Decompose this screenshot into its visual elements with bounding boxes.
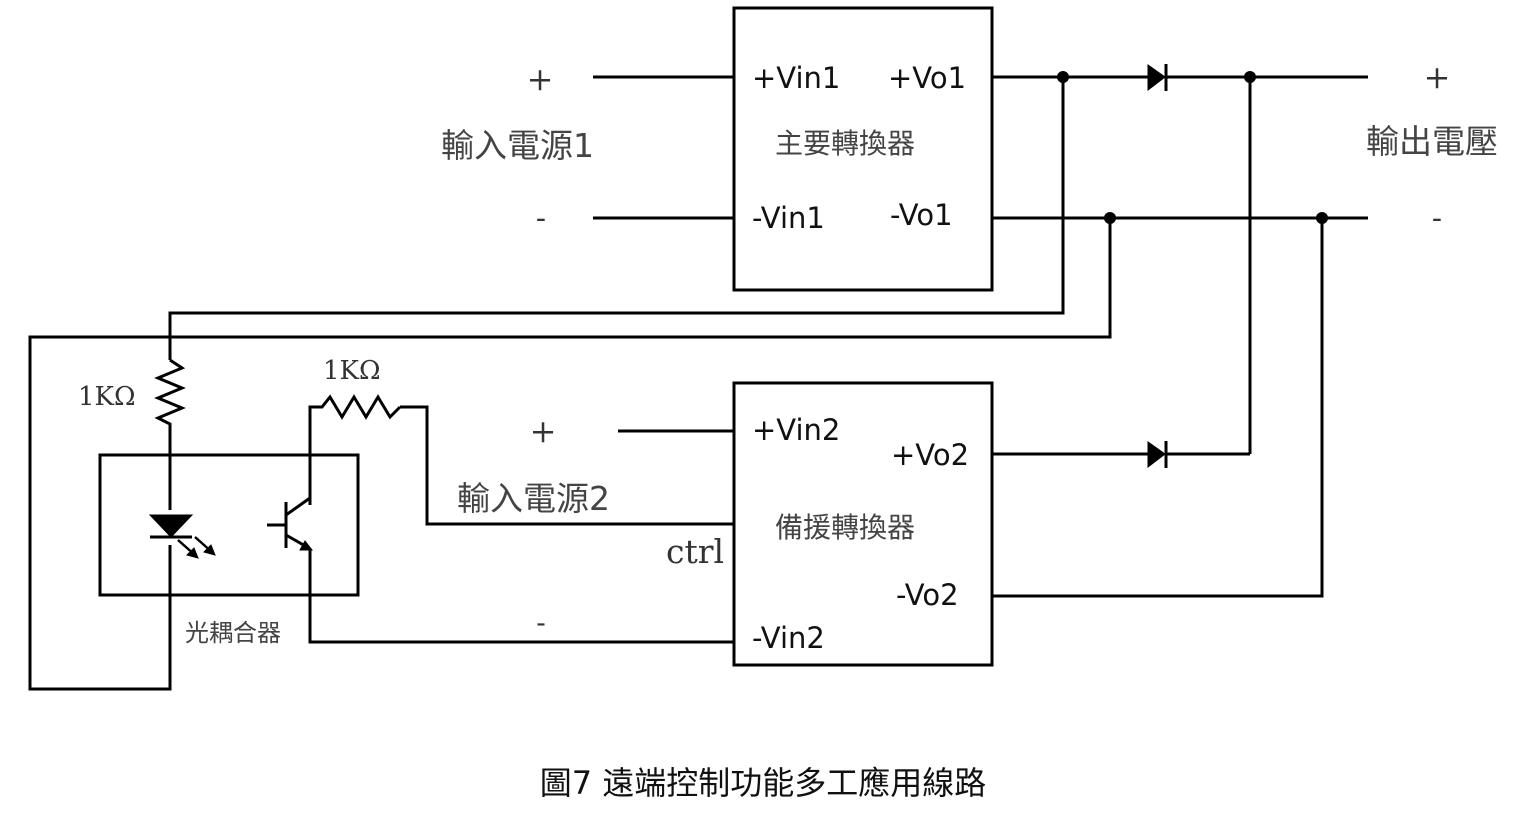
backup-converter-name: 備援轉換器 — [775, 511, 915, 544]
ctrl-wire — [400, 405, 734, 526]
optocoupler-label: 光耦合器 — [185, 619, 281, 647]
output-label: 輸出電壓 — [1366, 122, 1498, 161]
vo2-minus-wire — [992, 218, 1324, 598]
diode-backup — [1147, 441, 1168, 469]
input2-plus-label: + — [530, 412, 557, 450]
backup-vin-plus-label: +Vin2 — [752, 413, 840, 447]
main-vin-plus-label: +Vin1 — [752, 61, 840, 95]
backup-vin-minus-label: -Vin2 — [752, 621, 825, 655]
input2-minus-label: - — [536, 606, 545, 639]
input1-plus-label: + — [527, 60, 554, 98]
ctrl-label: ctrl — [666, 532, 724, 571]
resistor-led-symbol — [154, 358, 186, 510]
phototransistor-icon — [267, 496, 314, 590]
main-converter-name: 主要轉換器 — [775, 127, 915, 160]
input2-minus-wire — [308, 590, 734, 644]
resistor-led-value: 1KΩ — [78, 382, 136, 412]
resistor-transistor-value: 1KΩ — [323, 356, 381, 386]
resistor-transistor-symbol — [308, 394, 402, 505]
diode-main — [1147, 64, 1168, 92]
optocoupler-box — [98, 453, 360, 597]
main-converter-box — [732, 6, 994, 292]
backup-vo-plus-label: +Vo2 — [891, 438, 969, 472]
main-vo-minus-label: -Vo1 — [890, 198, 953, 232]
input1-label: 輸入電源1 — [441, 126, 594, 165]
input1-minus-label: - — [536, 201, 546, 236]
output-plus-label: + — [1424, 58, 1451, 96]
backup-vo-minus-label: -Vo2 — [896, 578, 959, 612]
led-icon — [148, 514, 216, 559]
input2-label: 輸入電源2 — [457, 479, 610, 518]
figure-caption: 圖7 遠端控制功能多工應用線路 — [540, 764, 987, 802]
led-return-wire — [28, 218, 1112, 691]
main-vo-plus-label: +Vo1 — [888, 61, 966, 95]
output-minus-label: - — [1432, 201, 1442, 236]
main-vin-minus-label: -Vin1 — [752, 201, 825, 235]
